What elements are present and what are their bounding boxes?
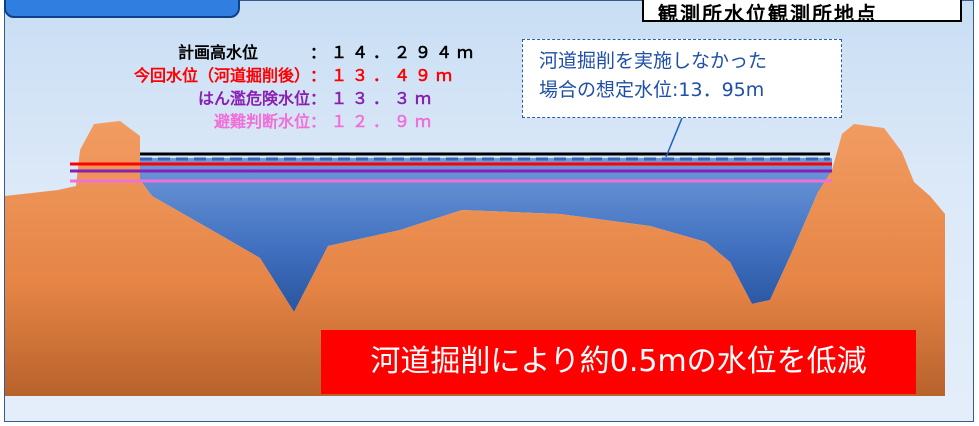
hypothetical-level-callout: 河道掘削を実施しなかった 場合の想定水位:13．95m [522, 39, 842, 118]
result-banner: 河道掘削により約0.5mの水位を低減 [321, 330, 916, 394]
water-level-label: 計画高水位 [178, 43, 259, 62]
water-level-label: はん濫危険水位 [197, 89, 310, 108]
callout-pointer [665, 117, 683, 158]
water-level-value: ：１３．４９ｍ [310, 66, 458, 85]
water-level-value: ：１２．９ｍ [310, 112, 437, 131]
observation-point-text: 観測所水位観測所地点 [658, 2, 878, 22]
water-level-row-evacuation: 避難判断水位：１２．９ｍ [140, 108, 436, 132]
title-tab [4, 0, 240, 18]
water-level-label: 今回水位（河道掘削後） [133, 66, 310, 85]
water-level-row-danger: はん濫危険水位：１３．３ｍ [140, 85, 436, 109]
water-level-value: ：１４．２９４ｍ [310, 43, 479, 62]
callout-line-2: 場合の想定水位:13．95m [539, 79, 765, 101]
water-level-row-planned: 計画高水位 ：１４．２９４ｍ [140, 39, 478, 63]
water-level-label: 避難判断水位 [213, 112, 310, 131]
water-level-value: ：１３．３ｍ [310, 89, 437, 108]
water-level-row-current: 今回水位（河道掘削後）：１３．４９ｍ [134, 62, 458, 86]
observation-point-box: 観測所水位観測所地点 [642, 0, 962, 22]
river-bank-ground [5, 121, 945, 396]
river-water [140, 158, 832, 312]
callout-line-1: 河道掘削を実施しなかった [539, 50, 768, 72]
